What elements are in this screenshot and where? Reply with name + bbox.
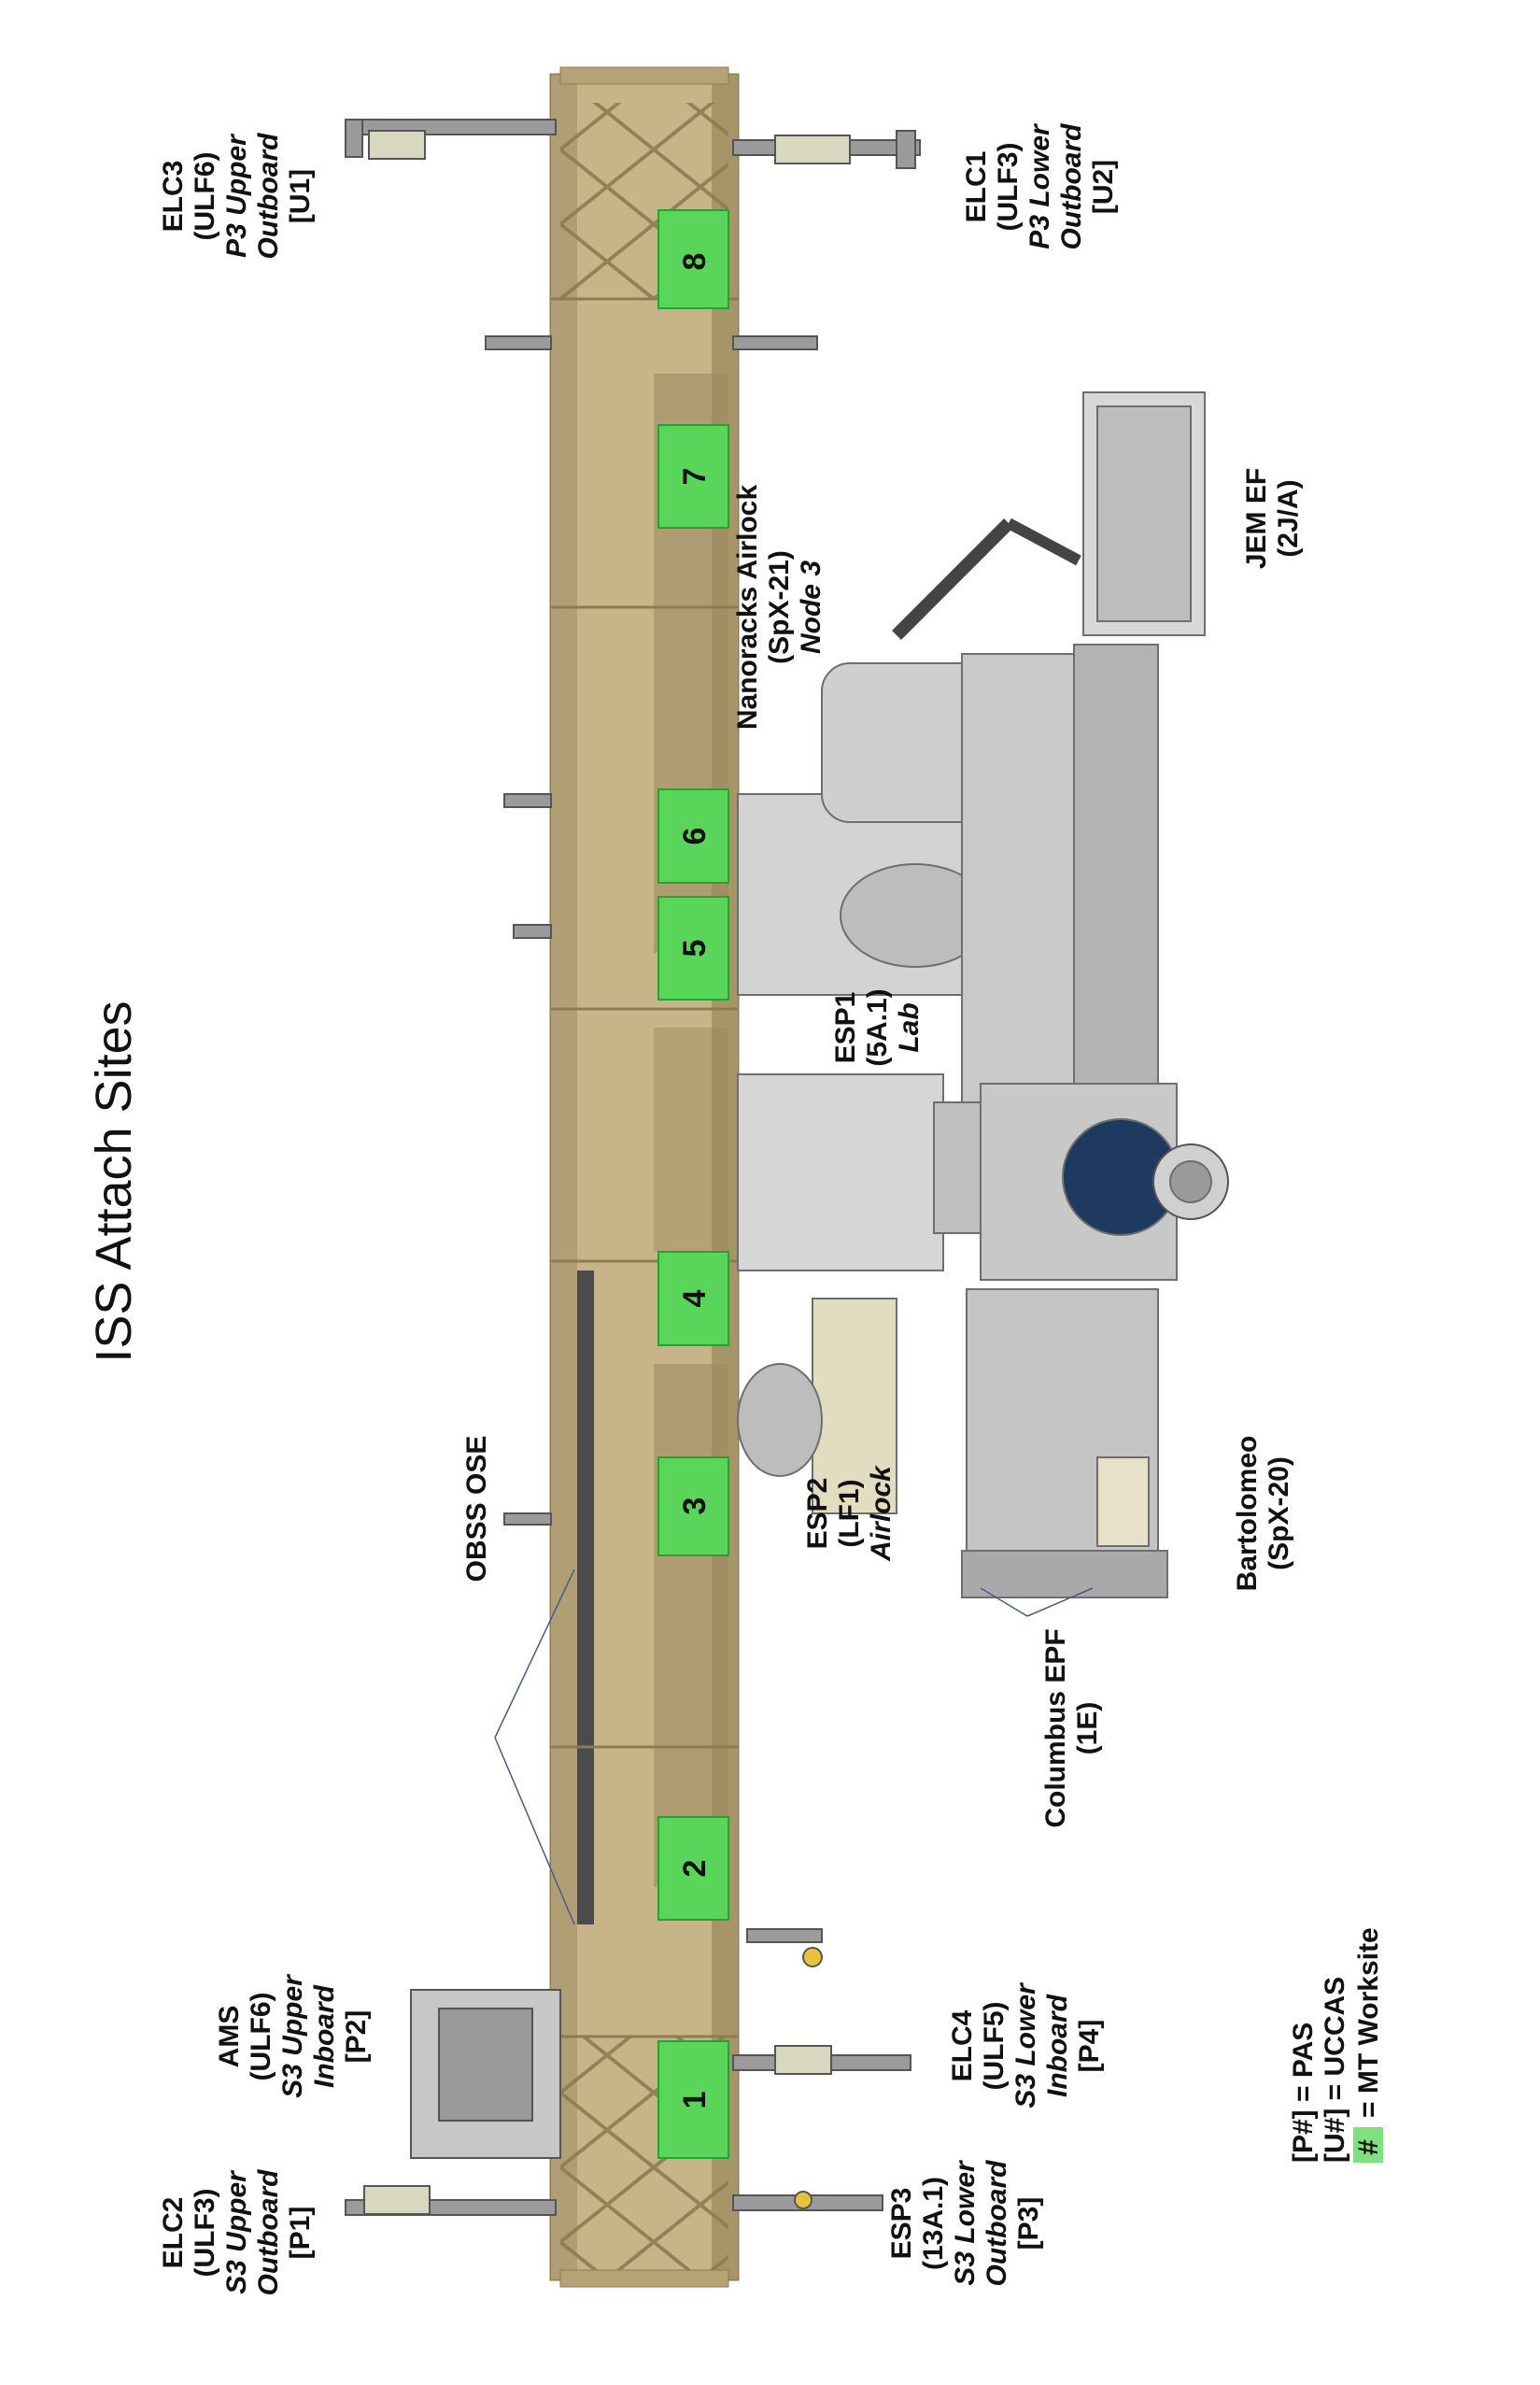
worksite-number: 3 — [677, 1498, 713, 1515]
svg-text:S3 Lower: S3 Lower — [950, 2159, 981, 2286]
svg-text:[P1]: [P1] — [285, 2207, 316, 2260]
worksite-number: 5 — [677, 940, 713, 958]
label-elc3: ELC3 (ULF6) P3 Upper Outboard [U1] — [158, 133, 316, 260]
worksite-number: 6 — [677, 828, 713, 845]
svg-text:(ULF5): (ULF5) — [979, 2002, 1010, 2091]
svg-text:Inboard: Inboard — [1042, 1994, 1073, 2097]
svg-text:S3 Upper: S3 Upper — [221, 2169, 252, 2294]
svg-text:(5A.1): (5A.1) — [862, 988, 893, 1066]
svg-text:(SpX-21): (SpX-21) — [764, 550, 795, 664]
svg-text:(1E): (1E) — [1072, 1702, 1103, 1755]
svg-text:ELC1: ELC1 — [961, 151, 992, 223]
svg-text:(LF1): (LF1) — [834, 1479, 865, 1547]
svg-text:(ULF3): (ULF3) — [190, 2189, 220, 2278]
worksite-number: 1 — [677, 2092, 713, 2109]
label-esp2: ESP2 (LF1) Airlock — [802, 1465, 897, 1562]
svg-text:Node 3: Node 3 — [796, 561, 827, 654]
svg-text:S3 Upper: S3 Upper — [277, 1973, 308, 2098]
label-bartolomeo: Bartolomeo (SpX-20) — [1232, 1436, 1294, 1592]
svg-text:Bartolomeo: Bartolomeo — [1232, 1436, 1263, 1592]
svg-text:[U2]: [U2] — [1088, 160, 1119, 214]
svg-text:[U1]: [U1] — [285, 169, 316, 223]
legend-pas: [P#] = PAS — [1288, 2023, 1319, 2163]
svg-text:Airlock: Airlock — [866, 1465, 897, 1562]
truss — [551, 67, 738, 2287]
svg-text:ESP1: ESP1 — [830, 992, 861, 1064]
svg-text:S3 Lower: S3 Lower — [1010, 1981, 1041, 2108]
svg-text:ELC2: ELC2 — [158, 2197, 189, 2269]
svg-text:JEM EF: JEM EF — [1241, 468, 1272, 569]
page-title: ISS Attach Sites — [86, 1001, 142, 1362]
label-jem-ef: JEM EF (2J/A) — [1241, 468, 1304, 569]
label-esp3: ESP3 (13A.1) S3 Lower Outboard [P3] — [886, 2159, 1044, 2287]
worksite-number: 4 — [677, 1289, 713, 1307]
svg-text:ELC3: ELC3 — [158, 161, 189, 233]
worksite-number: 2 — [677, 1860, 713, 1878]
svg-text:(2J/A): (2J/A) — [1273, 479, 1304, 557]
worksite-number: 8 — [677, 253, 713, 271]
svg-text:Nanoracks Airlock: Nanoracks Airlock — [732, 485, 763, 731]
svg-text:P3 Upper: P3 Upper — [221, 133, 252, 258]
svg-text:Columbus EPF: Columbus EPF — [1040, 1628, 1071, 1827]
label-columbus-epf: Columbus EPF (1E) — [1040, 1628, 1103, 1827]
svg-text:[P4]: [P4] — [1074, 2020, 1105, 2073]
svg-text:ELC4: ELC4 — [947, 2009, 978, 2081]
svg-text:Outboard: Outboard — [982, 2160, 1012, 2287]
label-obss-ose: OBSS OSE — [461, 1436, 492, 1583]
svg-text:[P3]: [P3] — [1013, 2197, 1044, 2250]
legend: [P#] = PAS [U#] = UCCAS # = MT Worksite — [1288, 1927, 1384, 2163]
svg-text:Outboard: Outboard — [253, 2169, 284, 2296]
svg-text:P3 Lower: P3 Lower — [1024, 122, 1055, 249]
svg-text:Inboard: Inboard — [309, 1984, 340, 2088]
svg-text:AMS: AMS — [214, 2006, 245, 2068]
svg-text:(13A.1): (13A.1) — [918, 2177, 949, 2270]
legend-mt-symbol: # — [1353, 2139, 1384, 2155]
svg-text:Outboard: Outboard — [253, 133, 284, 260]
worksite-number: 7 — [677, 468, 713, 486]
svg-text:ESP3: ESP3 — [886, 2188, 917, 2260]
label-nanoracks: Nanoracks Airlock (SpX-21) Node 3 — [732, 485, 827, 731]
label-elc1: ELC1 (ULF3) P3 Lower Outboard [U2] — [961, 122, 1119, 250]
svg-text:[P2]: [P2] — [341, 2010, 372, 2064]
label-elc4: ELC4 (ULF5) S3 Lower Inboard [P4] — [947, 1981, 1105, 2108]
svg-text:(ULF6): (ULF6) — [246, 1993, 276, 2081]
svg-text:(ULF3): (ULF3) — [993, 143, 1024, 232]
svg-text:Outboard: Outboard — [1056, 123, 1087, 250]
legend-mt: = MT Worksite — [1353, 1927, 1384, 2118]
svg-text:Lab: Lab — [894, 1002, 925, 1052]
svg-text:ESP2: ESP2 — [802, 1478, 833, 1550]
label-ams: AMS (ULF6) S3 Upper Inboard [P2] — [214, 1973, 372, 2098]
label-esp1: ESP1 (5A.1) Lab — [830, 988, 925, 1066]
svg-text:(SpX-20): (SpX-20) — [1264, 1456, 1294, 1570]
label-elc2: ELC2 (ULF3) S3 Upper Outboard [P1] — [158, 2169, 316, 2296]
svg-text:(ULF6): (ULF6) — [190, 152, 220, 241]
legend-uccas: [U#] = UCCAS — [1320, 1977, 1350, 2163]
svg-text:OBSS OSE: OBSS OSE — [461, 1436, 492, 1583]
